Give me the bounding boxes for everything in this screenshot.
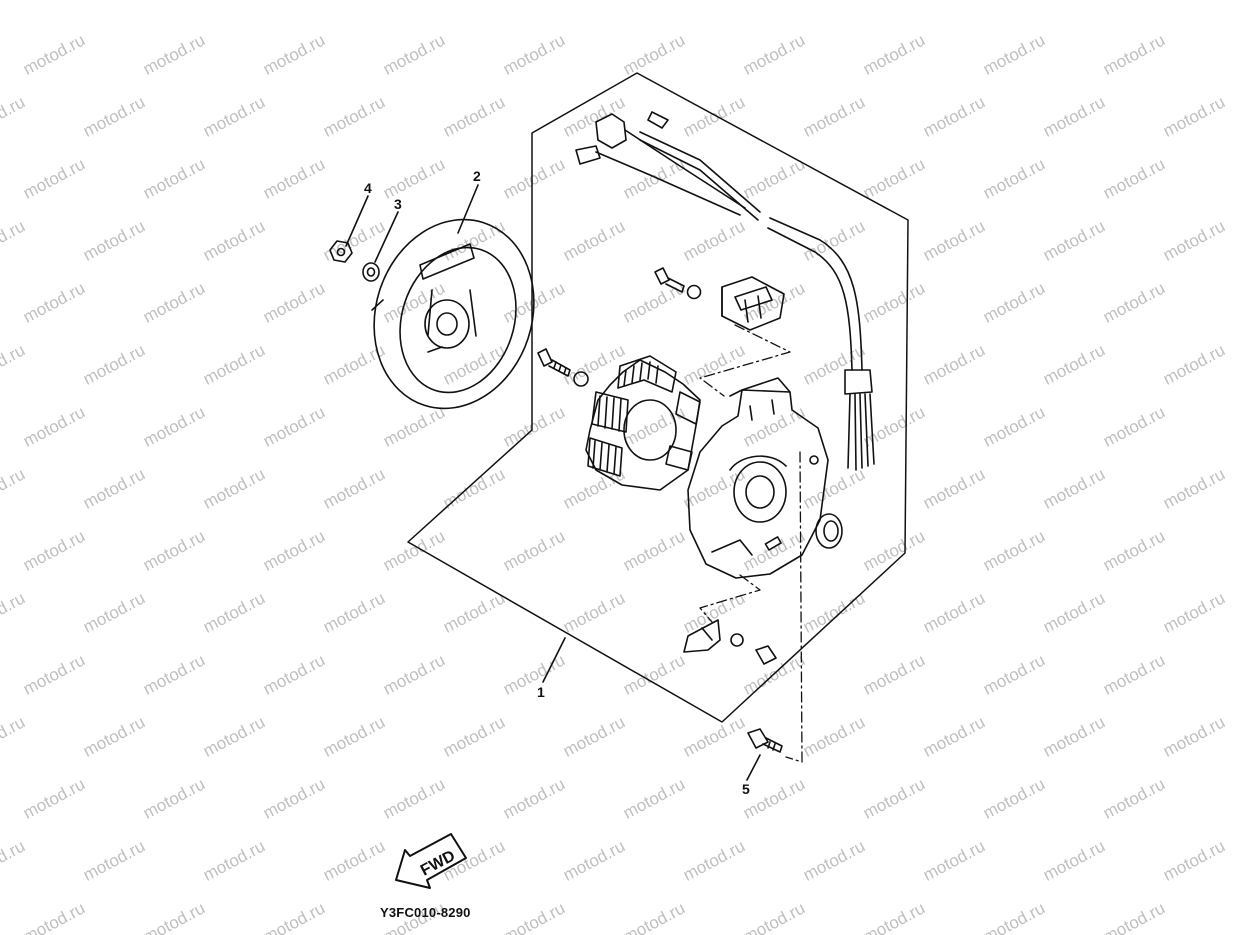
callout-1: 1 xyxy=(537,684,545,700)
screw-part-5 xyxy=(747,728,783,753)
wiring-harness xyxy=(575,111,875,471)
dash-plate-to-screw xyxy=(785,451,803,763)
leader-line-2 xyxy=(457,184,479,234)
assembly-boundary xyxy=(407,72,909,723)
leader-line-1 xyxy=(542,637,566,683)
fwd-arrow xyxy=(395,833,467,889)
leader-line-3 xyxy=(374,211,399,263)
dash-clamp xyxy=(699,574,761,623)
washer-stator xyxy=(573,371,589,387)
washer-part-3 xyxy=(362,262,380,282)
cable-clamp xyxy=(683,619,721,653)
pickup-coil xyxy=(721,276,785,331)
callout-2: 2 xyxy=(473,168,481,184)
nut-part-4 xyxy=(329,240,353,263)
screw-clamp xyxy=(755,645,777,665)
callout-5: 5 xyxy=(742,781,750,797)
washer-clamp xyxy=(730,633,744,647)
diagram-code: Y3FC010-8290 xyxy=(380,905,471,920)
dash-pickup-to-plate xyxy=(699,324,791,397)
bolt-stator xyxy=(537,348,571,377)
callout-4: 4 xyxy=(364,180,372,196)
washer-pickup xyxy=(686,284,702,300)
oil-seal xyxy=(815,513,843,549)
base-plate xyxy=(687,377,829,579)
bolt-pickup xyxy=(654,267,685,293)
rotor-part-2 xyxy=(371,218,535,410)
callout-3: 3 xyxy=(394,196,402,212)
leader-line-4 xyxy=(345,195,369,247)
leader-line-5 xyxy=(746,754,761,781)
stator-coil xyxy=(585,355,701,491)
